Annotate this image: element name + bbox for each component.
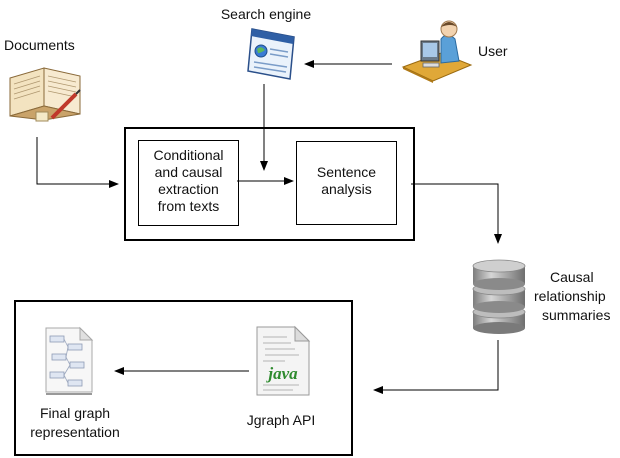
causal-line-2: relationship <box>534 288 606 304</box>
final-graph-line-2: representation <box>30 424 120 440</box>
final-graph-line-1: Final graph <box>39 405 111 421</box>
database-icon <box>472 259 526 334</box>
book-icon <box>9 67 81 122</box>
causal-line-1: Causal <box>550 269 594 285</box>
causal-summaries-label: Causal relationship summaries <box>534 268 620 325</box>
sentence-analysis-text: Sentence analysis <box>297 164 396 198</box>
extraction-line-3: extraction <box>158 181 219 197</box>
documents-arrow <box>36 137 119 188</box>
final-graph-label: Final graph representation <box>20 404 130 442</box>
graph-document-icon <box>45 326 94 395</box>
extraction-line-4: from texts <box>157 198 220 214</box>
db-to-jgraph-arrow <box>373 340 499 394</box>
process-to-db-arrow <box>411 183 502 244</box>
user-at-computer-icon <box>401 20 473 83</box>
documents-label: Documents <box>4 37 75 53</box>
causal-line-3: summaries <box>542 307 611 323</box>
user-label: User <box>478 43 508 59</box>
sentence-line-2: analysis <box>321 181 372 197</box>
extraction-line-2: and causal <box>154 164 223 180</box>
search-engine-label: Search engine <box>220 6 312 22</box>
extraction-box: Conditional and causal extraction from t… <box>138 140 239 226</box>
extraction-text: Conditional and causal extraction from t… <box>139 147 238 215</box>
extraction-line-1: Conditional <box>153 147 224 163</box>
java-file-text: java <box>265 364 298 383</box>
java-file-icon: java <box>256 325 311 396</box>
jgraph-api-label: Jgraph API <box>246 412 316 428</box>
web-page-icon <box>247 28 295 80</box>
sentence-line-1: Sentence <box>316 164 377 180</box>
sentence-analysis-box: Sentence analysis <box>296 141 397 225</box>
